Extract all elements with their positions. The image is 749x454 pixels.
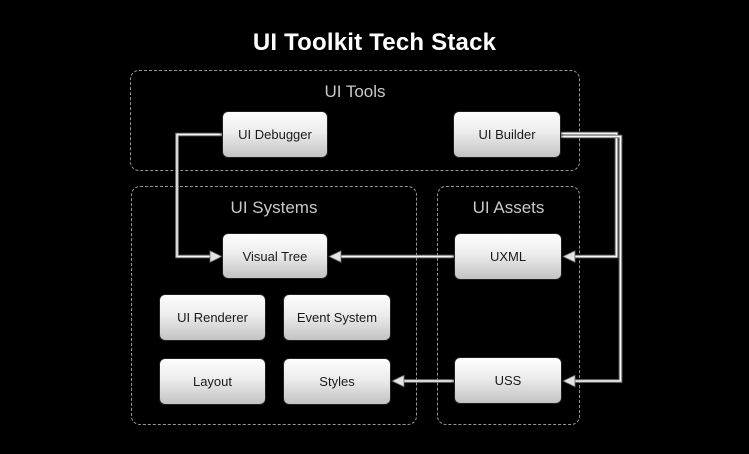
node-visual-tree-label: Visual Tree — [242, 248, 308, 264]
node-uss-label: USS — [494, 373, 522, 388]
node-uss: USS — [454, 357, 562, 404]
node-event-system: Event System — [283, 294, 391, 341]
node-ui-debugger: UI Debugger — [222, 111, 328, 158]
group-ui-systems-label: UI Systems — [230, 198, 318, 217]
node-ui-builder-label: UI Builder — [478, 127, 536, 142]
node-uxml-label: UXML — [489, 249, 527, 264]
group-ui-tools-label: UI Tools — [324, 82, 386, 101]
node-uxml: UXML — [454, 233, 562, 280]
diagram-title: UI Toolkit Tech Stack — [252, 29, 497, 56]
group-ui-systems: UI Systems — [131, 186, 417, 425]
node-styles: Styles — [283, 358, 391, 405]
node-ui-renderer: UI Renderer — [159, 294, 266, 341]
node-ui-builder: UI Builder — [453, 111, 561, 158]
node-styles-label: Styles — [319, 374, 355, 389]
node-visual-tree: Visual Tree — [222, 233, 328, 279]
node-event-system-label: Event System — [296, 310, 378, 325]
group-ui-assets-label: UI Assets — [472, 198, 545, 217]
node-layout: Layout — [159, 358, 266, 405]
node-ui-debugger-label: UI Debugger — [238, 127, 312, 142]
node-layout-label: Layout — [192, 374, 233, 389]
group-ui-tools: UI Tools — [130, 70, 580, 171]
node-ui-renderer-label: UI Renderer — [177, 310, 248, 325]
